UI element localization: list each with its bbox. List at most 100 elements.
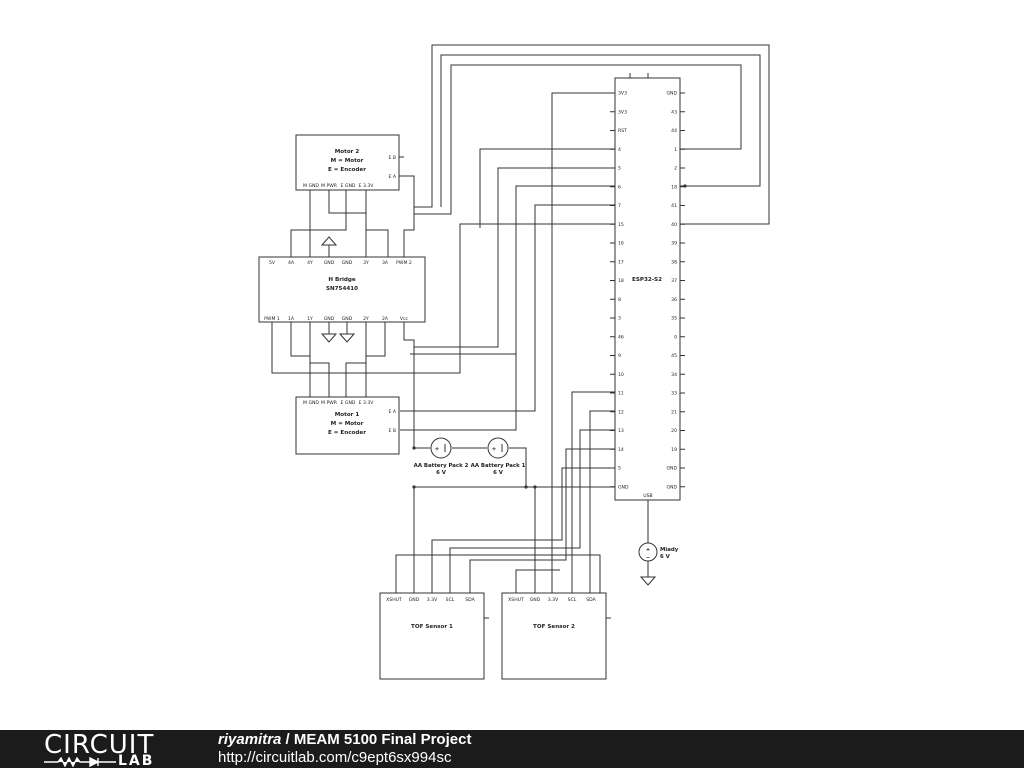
battery1-value: 6 V xyxy=(493,470,504,476)
svg-text:−: − xyxy=(646,555,651,561)
hbridge-pin: 3Y xyxy=(363,260,369,266)
motor1-pin: E GND xyxy=(341,400,356,406)
esp32-right-pin: 35 xyxy=(671,316,677,322)
hbridge-subtitle: SN754410 xyxy=(326,286,358,292)
tof1-pin: GND xyxy=(409,597,420,603)
hbridge-pin: 2Y xyxy=(363,316,369,322)
esp32-left-pin: 13 xyxy=(618,428,624,434)
esp32-left-pin: 5 xyxy=(618,466,621,472)
author-link[interactable]: riyamitra xyxy=(218,731,282,748)
tof1-title: TOF Sensor 1 xyxy=(411,624,453,630)
esp32-left-pin: 16 xyxy=(618,241,624,247)
esp32-left-pin: 11 xyxy=(618,391,624,397)
esp32-right-pin: 45 xyxy=(671,353,677,359)
esp32-left-pin: 4 xyxy=(618,147,621,153)
esp32-right-pin: 2 xyxy=(674,166,677,172)
esp32-left-pin: 8 xyxy=(618,297,621,303)
motor2-pin: E B xyxy=(388,155,396,161)
esp32-right-pin: 39 xyxy=(671,241,677,247)
ground-icon xyxy=(338,333,356,343)
hbridge-pin: GND xyxy=(324,260,335,266)
esp32-right-pin: 20 xyxy=(671,428,677,434)
tof2-pin: GND xyxy=(530,597,541,603)
tof1-pin: SDA xyxy=(465,597,475,603)
esp32-right-pin: 43 xyxy=(671,109,677,115)
tof2-pin: SCL xyxy=(568,597,577,603)
motor2-legend-e: E = Encoder xyxy=(328,167,366,173)
resistor-diode-icon xyxy=(44,757,116,767)
miady-name: Miady xyxy=(660,547,679,553)
esp32-right-pin: 21 xyxy=(671,409,677,415)
hbridge-pin: 5V xyxy=(269,260,276,266)
project-name[interactable]: MEAM 5100 Final Project xyxy=(293,731,472,748)
motor1-legend-e: E = Encoder xyxy=(328,430,366,436)
motor1-pin: M PWR xyxy=(321,400,338,406)
esp32-left-pin: 10 xyxy=(618,372,624,378)
esp32-right-pin: GND xyxy=(666,466,677,472)
tof2-pin: XSHUT xyxy=(508,597,524,603)
wires xyxy=(271,44,770,598)
esp32-left-pin: 6 xyxy=(618,184,621,190)
hbridge-pin: GND xyxy=(342,260,353,266)
hbridge-pin: 1Y xyxy=(307,316,313,322)
svg-text:+: + xyxy=(435,447,440,453)
supply-arrow-icon xyxy=(320,236,338,246)
motor1-title: Motor 1 xyxy=(335,412,360,418)
svg-text:+: + xyxy=(646,547,651,553)
esp32-left-pin: 9 xyxy=(618,353,621,359)
motor1-legend-m: M = Motor xyxy=(331,421,364,427)
battery1-name: AA Battery Pack 1 xyxy=(471,463,526,469)
motor1-pin: E A xyxy=(388,409,396,415)
hbridge-pin: 3A xyxy=(382,260,389,266)
battery2-value: 6 V xyxy=(436,470,447,476)
esp32-right-pin: GND xyxy=(666,91,677,97)
miady-value: 6 V xyxy=(660,554,671,560)
esp32-right-pin: 38 xyxy=(671,259,677,265)
hbridge-pin: 4Y xyxy=(307,260,313,266)
esp32-right-pin: 44 xyxy=(671,128,677,134)
esp32-left-pin: 14 xyxy=(618,447,624,453)
tof1-pin: XSHUT xyxy=(386,597,402,603)
esp32-s2: ESP32-S2 USB 3V33V3RST456715161718834691… xyxy=(610,73,685,501)
circuitlab-logo[interactable]: CIRCUIT xyxy=(44,730,155,760)
esp32-left-pin: 3V3 xyxy=(618,91,627,97)
esp32-right-pin: 37 xyxy=(671,278,677,284)
hbridge-pin: PWM 2 xyxy=(396,260,412,266)
esp32-left-pin: 15 xyxy=(618,222,624,228)
motor2-title: Motor 2 xyxy=(335,149,360,155)
esp32-usb-label: USB xyxy=(643,493,652,499)
junctions xyxy=(412,184,687,489)
esp32-right-pin: 19 xyxy=(671,447,677,453)
tof1-pin: 3.3V xyxy=(427,597,438,603)
battery-pack-2: + AA Battery Pack 2 6 V xyxy=(414,437,469,476)
tof-sensor-2: XSHUT GND 3.3V SCL SDA TOF Sensor 2 xyxy=(501,592,611,680)
esp32-right-pin: 40 xyxy=(671,222,677,228)
footer-bar: CIRCUIT LAB riyamitra / MEAM 5100 Final … xyxy=(0,730,1024,768)
motor1-pin: E B xyxy=(388,428,396,434)
esp32-right-pin: 34 xyxy=(671,372,677,378)
esp32-right-pin: 1 xyxy=(674,147,677,153)
motor2-legend-m: M = Motor xyxy=(331,158,364,164)
hbridge-pin: PWM 1 xyxy=(264,316,280,322)
tof2-title: TOF Sensor 2 xyxy=(533,624,575,630)
motor2-pin: E GND xyxy=(341,183,356,189)
esp32-right-pin: 33 xyxy=(671,391,677,397)
esp32-right-pin: 36 xyxy=(671,297,677,303)
esp32-right-pin: 18 xyxy=(671,184,677,190)
esp32-left-pin: GND xyxy=(618,484,629,490)
esp32-left-pin: 18 xyxy=(618,278,624,284)
project-title: riyamitra / MEAM 5100 Final Project xyxy=(218,731,471,749)
circuit-schematic: Motor 2 M = Motor E = Encoder M GND M PW… xyxy=(258,44,770,680)
svg-text:+: + xyxy=(492,447,497,453)
h-bridge: H Bridge SN754410 5V 4A 4Y GND GND 3Y 3A… xyxy=(258,236,426,343)
hbridge-pin: Vcc xyxy=(400,316,409,322)
project-url[interactable]: http://circuitlab.com/c9ept6sx994sc xyxy=(218,749,452,766)
motor2-pin: E A xyxy=(388,174,396,180)
battery2-name: AA Battery Pack 2 xyxy=(414,463,469,469)
esp32-label: ESP32-S2 xyxy=(632,277,662,283)
hbridge-pin: 1A xyxy=(288,316,295,322)
motor2-pin: M PWR xyxy=(321,183,338,189)
tof-sensor-1: XSHUT GND 3.3V SCL SDA TOF Sensor 1 xyxy=(379,592,489,680)
tof2-pin: 3.3V xyxy=(548,597,559,603)
esp32-left-pin: 7 xyxy=(618,203,621,209)
